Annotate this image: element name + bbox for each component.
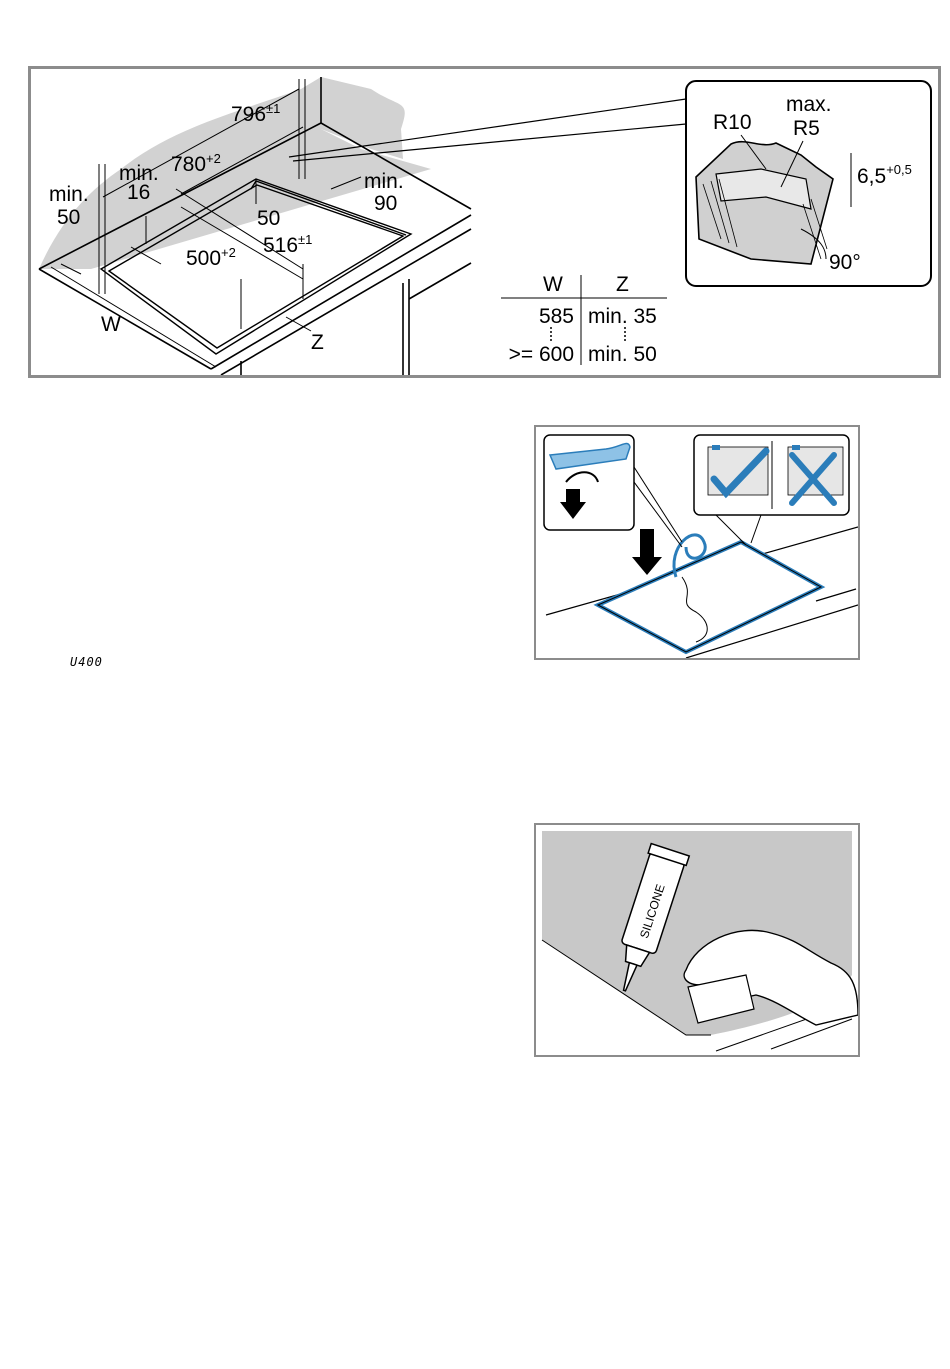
label-z: Z [311,331,324,354]
detail-angle: 90° [829,251,861,274]
table-cell-w-2: >= 600 [509,343,574,366]
seal-diagram [536,427,858,658]
dim-500: 500+2 [186,245,236,270]
table-cell-w-1: 585 [539,305,574,328]
table-header-z: Z [616,273,629,296]
label-w: W [101,313,121,336]
detail-max: max. [786,93,832,116]
detail-r10: R10 [713,111,752,134]
cutout-diagram: 796±1 780+2 min. 16 min. 50 50 min. 90 5… [31,69,938,375]
silicone-diagram: SILICONE [536,825,858,1055]
width-clearance-table: W Z 585 min. 35 >= 600 min. 50 [501,273,667,366]
min-50-label-b: 50 [57,206,80,229]
min-90-label-b: 90 [374,192,397,215]
edge-detail-box: R10 max. R5 6,5+0,5 90° [686,81,931,286]
cutout-dimensions-figure: 796±1 780+2 min. 16 min. 50 50 min. 90 5… [28,66,941,378]
dim-516: 516±1 [263,232,312,257]
seal-strip-outline [598,542,821,652]
seal-inset-left [544,435,634,530]
min-50-label-a: min. [49,183,89,206]
display-code-label: U400 [70,655,103,669]
detail-r5: R5 [793,117,820,140]
min-90-label-a: min. [364,170,404,193]
table-header-w: W [543,273,563,296]
min-16-label-b: 16 [127,181,150,204]
table-cell-z-1: min. 35 [588,305,657,328]
press-down-arrow-icon [632,529,662,575]
silicone-application-figure: SILICONE [534,823,860,1057]
table-cell-z-2: min. 50 [588,343,657,366]
seal-inset-right [694,435,849,515]
seal-application-figure [534,425,860,660]
dim-50: 50 [257,207,280,230]
